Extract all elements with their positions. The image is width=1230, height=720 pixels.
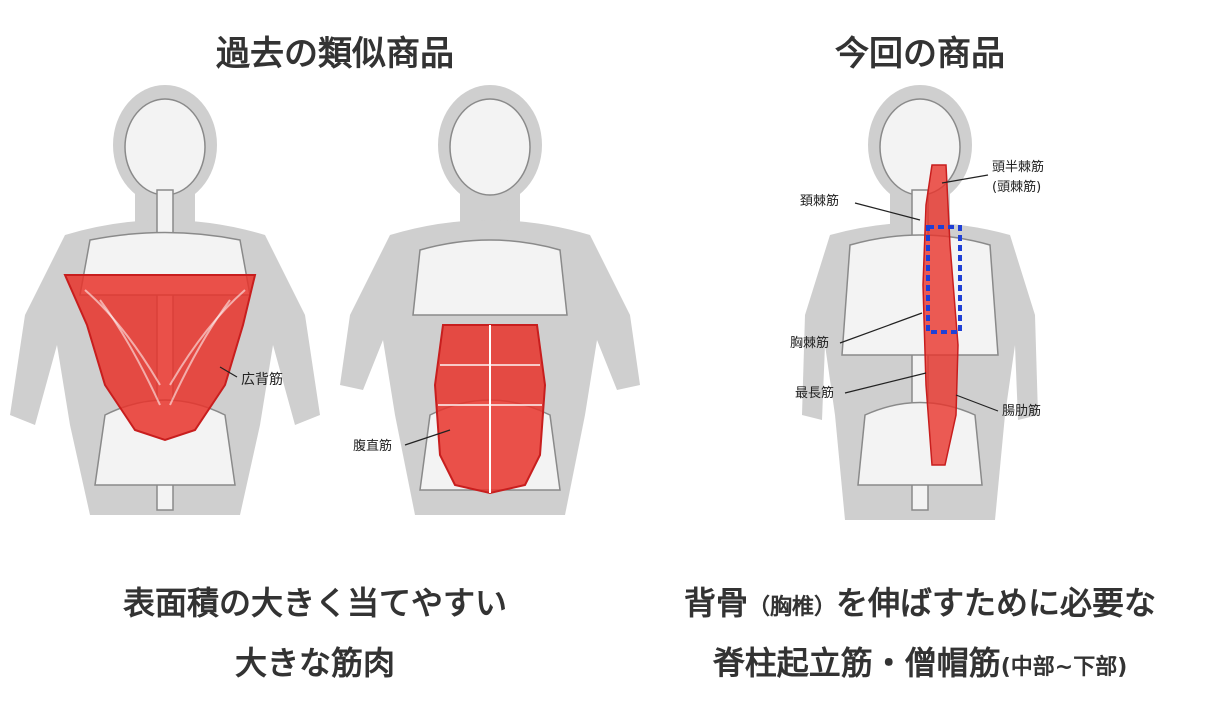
spinalis-capitis-label: (頭棘筋)	[992, 179, 1041, 195]
right-title: 今回の商品	[790, 26, 1050, 75]
rectus-label: 腹直筋	[353, 438, 392, 454]
skeleton-outline	[842, 99, 998, 510]
right-caption-muscles: 脊柱起立筋・僧帽筋	[713, 644, 1001, 682]
right-caption-region: (中部~下部)	[1001, 655, 1128, 680]
cervicis-label: 頚棘筋	[800, 193, 839, 209]
back-erector-figure: 頭半棘筋 (頭棘筋) 頚棘筋 胸棘筋 最長筋 腸肋筋	[760, 85, 1080, 525]
left-caption-line2: 大きな筋肉	[40, 638, 590, 684]
semispinalis-label: 頭半棘筋	[992, 159, 1044, 175]
left-title: 過去の類似商品	[170, 26, 500, 75]
right-caption-backbone: 背骨	[684, 584, 748, 622]
longissimus-label: 最長筋	[795, 385, 834, 401]
right-caption-purpose: を伸ばすために必要な	[836, 584, 1156, 622]
thoracis-label: 胸棘筋	[790, 335, 829, 351]
right-caption-thoracic: （胸椎）	[748, 595, 836, 620]
front-rectus-figure: 腹直筋	[335, 85, 645, 525]
left-caption-line1: 表面積の大きく当てやすい	[40, 578, 590, 624]
right-caption-line1: 背骨（胸椎）を伸ばすために必要な	[615, 578, 1225, 624]
right-caption-line2: 脊柱起立筋・僧帽筋(中部~下部)	[615, 638, 1225, 684]
latissimus-label: 広背筋	[241, 371, 283, 388]
iliocostalis-label: 腸肋筋	[1002, 403, 1041, 419]
back-lat-figure: 広背筋	[5, 85, 325, 525]
